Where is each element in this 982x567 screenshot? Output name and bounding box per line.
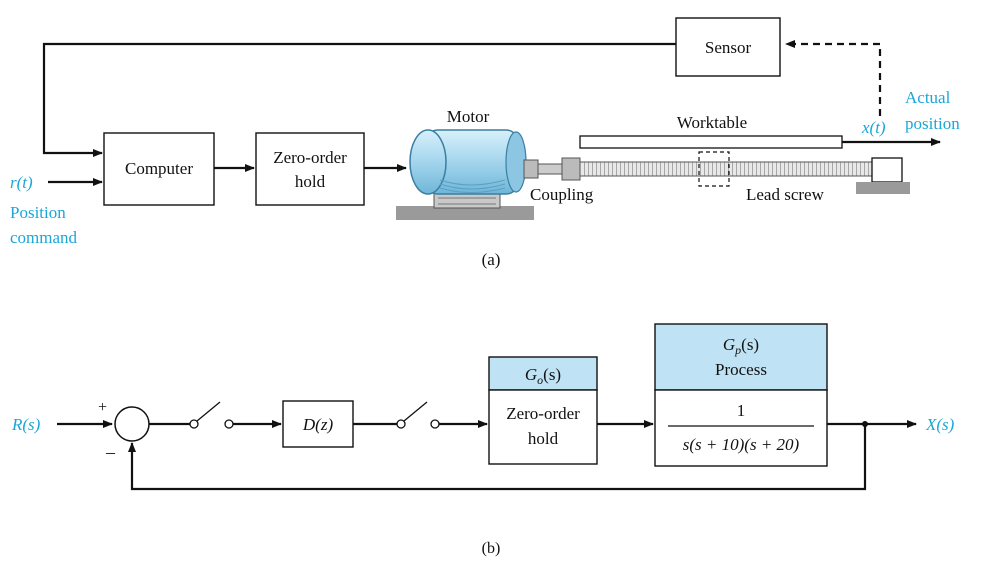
zoh-a-line2: hold [295,172,326,191]
input-desc-line2: command [10,228,78,247]
controller-dz-block [282,400,354,448]
process-denominator: s(s + 10)(s + 20) [683,435,800,454]
feedback-wire-b [128,424,867,491]
process-numerator: 1 [737,401,746,420]
zoh-b-line2: hold [528,429,559,448]
computer-label: Computer [125,159,193,178]
zoh-b-header [488,356,598,391]
leadscrew-label: Lead screw [746,185,825,204]
computer-block [103,132,215,206]
caption-b: (b) [482,540,501,557]
zoh-b-line1: Zero-order [506,404,580,423]
process-transfer-function: Gp(s) [723,335,759,357]
sensor-block [675,17,781,77]
sampler1-contact-right [224,419,234,429]
worktable [579,135,843,149]
process-header [654,323,828,391]
coupling-illustration [523,157,581,181]
sampler2-contact-right [430,419,440,429]
sensor-label: Sensor [705,38,752,57]
controller-label: D(z) [302,415,334,434]
input-rs: R(s) [11,415,41,434]
end-bearing-base [856,182,910,194]
lead-screw-nut [698,151,730,187]
zoh-b-transfer-function: Go(s) [525,365,561,387]
zoh-a-line1: Zero-order [273,148,347,167]
worktable-label: Worktable [677,113,747,132]
part-b-block-diagram: R(s) + – D(z) Go(s) Zero-order hold Gp(s… [11,323,955,557]
minus-sign: – [105,442,116,462]
output-signal-xt: x(t) [861,118,886,137]
caption-a: (a) [482,250,501,269]
output-desc-line1: Actual [905,88,951,107]
sampler1-switch [196,401,221,422]
sensor-measurement-dashed [785,40,882,116]
input-desc-line1: Position [10,203,66,222]
input-signal-rt: r(t) [10,173,33,192]
process-block [654,389,828,467]
output-xs: X(s) [925,415,955,434]
motor-illustration [396,129,534,220]
sampler1-contact-left [189,419,199,429]
motor-label: Motor [447,107,490,126]
end-bearing [871,157,903,183]
part-a-physical-system: Sensor r(t) Position command Computer Ze… [10,17,960,269]
sampler2-contact-left [396,419,406,429]
lead-screw [579,161,873,177]
plus-sign: + [98,399,107,416]
sampler2-switch [403,401,428,422]
summing-junction [114,406,150,442]
coupling-label: Coupling [530,185,594,204]
zoh-block-b [488,389,598,465]
process-label: Process [715,360,767,379]
feedback-wire-a [42,42,676,157]
output-desc-line2: position [905,114,960,133]
zoh-block-a [255,132,365,206]
